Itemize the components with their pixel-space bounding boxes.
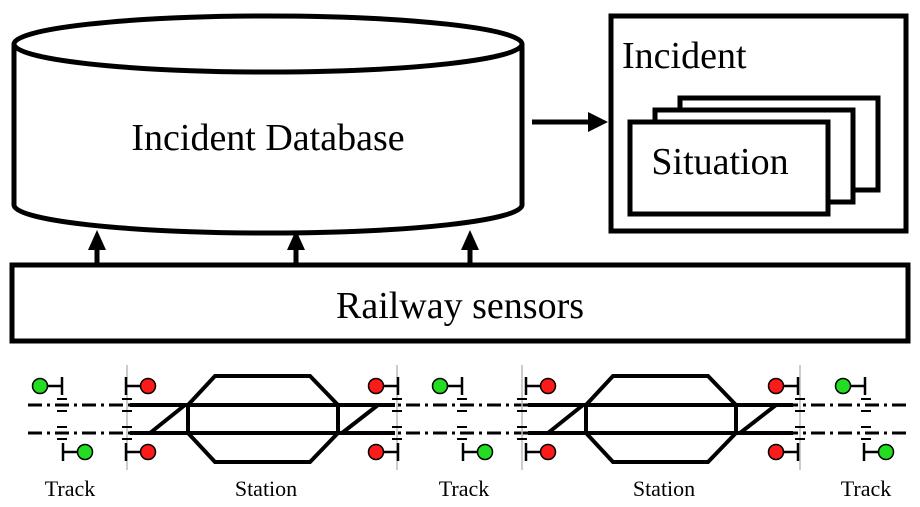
- segment-label-track-3: Track: [841, 476, 892, 501]
- segment-label-track-2: Track: [439, 476, 490, 501]
- signal-red-10: [367, 443, 385, 461]
- signal-green-4: [431, 377, 449, 395]
- signal-red-12: [539, 443, 557, 461]
- database-label: Incident Database: [131, 117, 404, 159]
- station-2-loop-track: [584, 374, 738, 464]
- signal-red-6: [767, 377, 785, 395]
- signal-red-5: [539, 377, 557, 395]
- segment-label-track-1: Track: [45, 476, 96, 501]
- database-to-incident-arrow: [532, 112, 608, 132]
- signal-green-11: [476, 443, 494, 461]
- station-1-crossover-right: [340, 403, 380, 435]
- sensor-arrow-3: [461, 230, 479, 264]
- incident-database-cylinder: Incident Database: [11, 13, 525, 236]
- railway-sensors-box: Railway sensors: [9, 262, 911, 344]
- segment-label-station-1: Station: [235, 476, 297, 501]
- signal-green-14: [877, 443, 895, 461]
- railway-schematic: [28, 365, 906, 470]
- signal-red-3: [367, 377, 385, 395]
- signal-green-1: [31, 377, 49, 395]
- segment-label-station-2: Station: [633, 476, 695, 501]
- signal-green-8: [76, 443, 94, 461]
- railway-sensors-label: Railway sensors: [336, 285, 584, 327]
- situation-card-front: [627, 119, 831, 217]
- sensor-arrow-2: [287, 230, 305, 264]
- signal-red-9: [139, 443, 157, 461]
- incident-title: Incident: [622, 35, 747, 77]
- signal-green-7: [834, 377, 852, 395]
- station-1-loop-track: [186, 374, 340, 464]
- situation-label: Situation: [651, 141, 788, 183]
- signal-red-13: [767, 443, 785, 461]
- station-2-crossover-right: [738, 403, 778, 435]
- sensor-arrow-1: [88, 230, 106, 264]
- incident-box: Incident Situation: [608, 13, 909, 234]
- segment-labels: Track Station Track Station Track: [45, 476, 892, 501]
- station-2-crossover-left: [546, 403, 585, 435]
- signal-red-2: [139, 377, 157, 395]
- sensor-to-database-arrows: [88, 230, 479, 264]
- station-1-crossover-left: [148, 403, 187, 435]
